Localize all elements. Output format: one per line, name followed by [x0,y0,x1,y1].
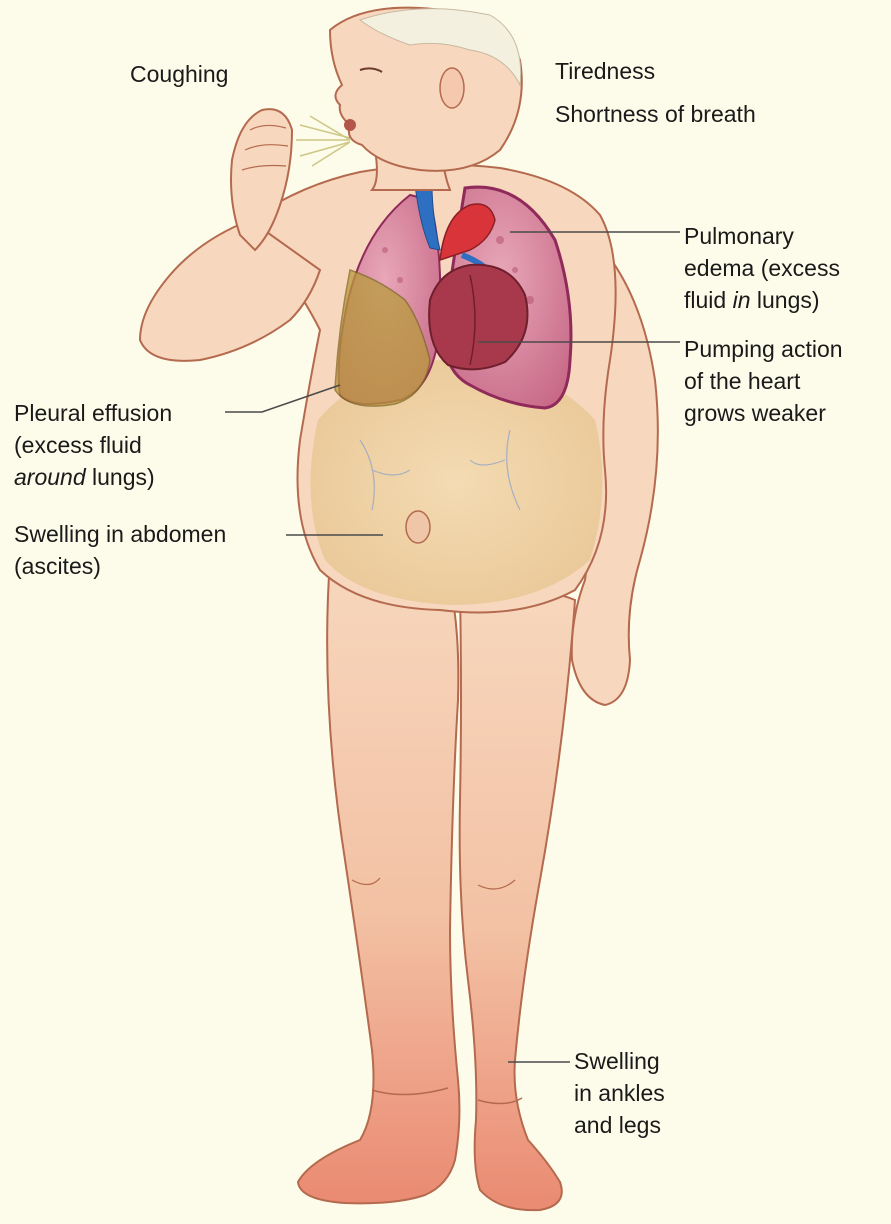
shortness-of-breath-label: Shortness of breath [555,98,756,130]
cough-spray [296,116,350,166]
swelling-legs-label: Swelling in ankles and legs [574,1045,665,1141]
pleural-effusion-label: Pleural effusion (excess fluid around lu… [14,397,172,493]
legs [298,560,575,1210]
pumping-action-label: Pumping action of the heart grows weaker [684,333,843,429]
pulmonary-edema-label: Pulmonary edema (excess fluid in lungs) [684,220,840,316]
swelling-abdomen-label: Swelling in abdomen (ascites) [14,518,226,582]
right-leg [298,560,459,1203]
navel [406,511,430,543]
heart-body [429,265,527,370]
ear [440,68,464,108]
left-leg [460,589,575,1210]
coughing-label: Coughing [130,58,228,90]
tiredness-label: Tiredness [555,55,655,87]
